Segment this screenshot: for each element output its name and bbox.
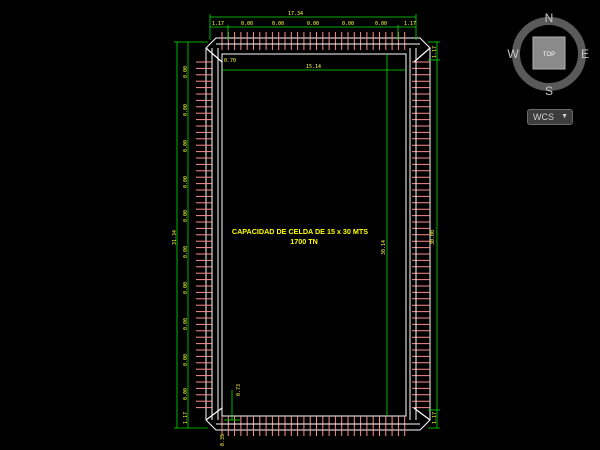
- viewcube-face-label: TOP: [543, 52, 555, 58]
- dim-left-seg: 0.00: [183, 210, 189, 222]
- dim-top-total: 17.34: [288, 11, 303, 17]
- dim-top-seg: 0.00: [272, 21, 284, 27]
- wcs-label: WCS: [533, 112, 554, 122]
- rebar-ticks-bottom: [221, 416, 406, 436]
- capacity-tonnage: 1700 TN: [290, 237, 318, 246]
- dim-top-corner-left: 1.17: [212, 21, 224, 27]
- dim-left-seg: 0.00: [183, 282, 189, 294]
- dim-right-corner-bottom: 1.17: [432, 412, 438, 424]
- dim-left-seg: 0.00: [183, 66, 189, 78]
- dim-left-seg: 0.00: [183, 104, 189, 116]
- rebar-bars-horizontal: [211, 43, 420, 425]
- dim-top-seg: 0.00: [375, 21, 387, 27]
- dim-left-seg: 0.00: [183, 140, 189, 152]
- viewcube[interactable]: TOP N S E W: [507, 11, 589, 98]
- compass-north[interactable]: N: [545, 11, 554, 25]
- dim-left-seg: 0.00: [183, 318, 189, 330]
- viewcube-top-face[interactable]: [532, 36, 566, 70]
- dim-bottom-small: 0.73: [236, 384, 242, 396]
- compass-ring[interactable]: [512, 17, 586, 91]
- wcs-menu-button[interactable]: WCS ▼: [527, 109, 573, 125]
- dim-left-seg: 0.00: [183, 388, 189, 400]
- rebar-ticks-left: [196, 61, 212, 409]
- dim-left-corner-bottom: 1.17: [183, 412, 189, 424]
- capacity-caption: CAPACIDAD DE CELDA DE 15 x 30 MTS: [232, 227, 368, 236]
- dim-inner-offset: 0.70: [224, 58, 236, 64]
- dim-bottom-small: 0.35: [220, 434, 226, 446]
- dim-left-total: 31.34: [172, 230, 178, 245]
- dim-right-total: 30.00: [430, 230, 436, 245]
- dim-top-seg: 0.00: [342, 21, 354, 27]
- dim-right-corner-top: 1.17: [432, 46, 438, 58]
- dim-top-seg: 0.00: [241, 21, 253, 27]
- compass-east[interactable]: E: [581, 47, 589, 61]
- dim-top-corner-right: 1.17: [404, 21, 416, 27]
- compass-west[interactable]: W: [507, 47, 519, 61]
- chevron-down-icon: ▼: [561, 113, 568, 120]
- slab-outline: [205, 37, 431, 431]
- dim-top-seg: 0.00: [307, 21, 319, 27]
- rebar-ticks-top: [221, 32, 406, 50]
- dimension-texts: 17.34 1.17 1.17 0.00 0.00 0.00 0.00 0.00…: [172, 11, 438, 446]
- rebar-ticks-right: [412, 61, 430, 409]
- dim-left-seg: 0.00: [183, 176, 189, 188]
- compass-south[interactable]: S: [545, 84, 553, 98]
- dim-inner-width: 15.14: [306, 64, 321, 70]
- dimension-lines: [174, 14, 440, 429]
- dim-left-seg: 0.00: [183, 354, 189, 366]
- dim-inner-height: 30.14: [381, 240, 387, 255]
- corner-braces: [205, 47, 431, 421]
- dim-left-seg: 0.00: [183, 246, 189, 258]
